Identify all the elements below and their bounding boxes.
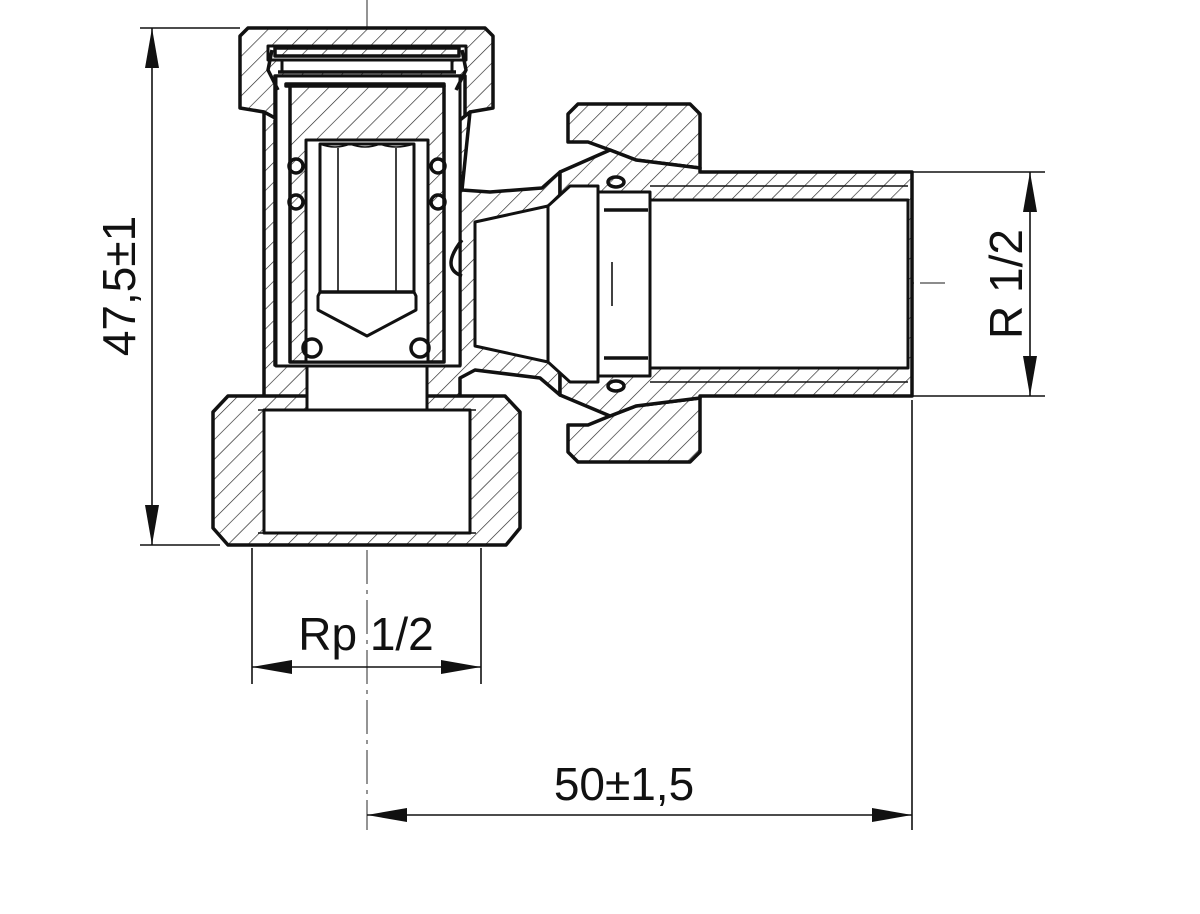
spindle — [316, 142, 418, 338]
outlet-thread-label: R 1/2 — [980, 229, 1032, 339]
outlet-union — [449, 102, 914, 464]
length-dimension: 50±1,5 — [367, 758, 912, 822]
extension-lines — [140, 27, 1045, 830]
seat-passage — [305, 364, 429, 412]
outlet-seat — [546, 184, 600, 384]
inlet-thread-label: Rp 1/2 — [298, 608, 434, 660]
length-dimension-label: 50±1,5 — [554, 758, 694, 810]
outlet-thread-dimension: R 1/2 — [980, 172, 1037, 396]
outlet-bore — [648, 198, 910, 370]
inlet-thread-dimension: Rp 1/2 — [252, 608, 481, 674]
inlet-bore — [262, 408, 472, 535]
union-nut-bottom — [566, 396, 702, 464]
height-dimension-label: 47,5±1 — [93, 216, 145, 356]
valve-cartridge — [266, 44, 468, 364]
body-connector — [473, 204, 550, 364]
height-dimension: 47,5±1 — [93, 28, 159, 545]
